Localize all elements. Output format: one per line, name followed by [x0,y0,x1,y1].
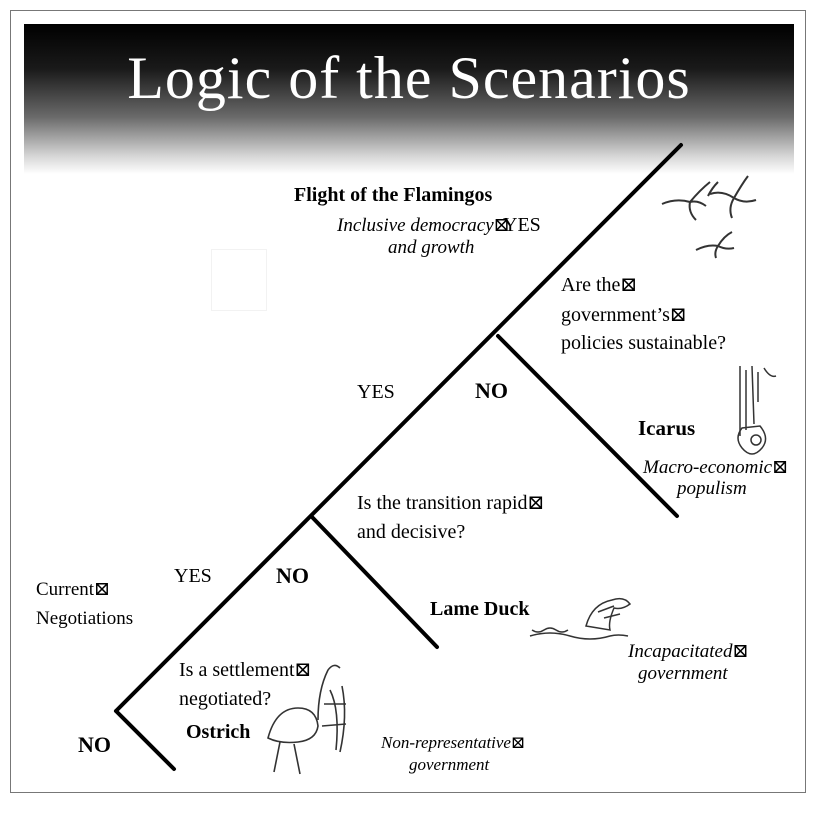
question-settlement-line2: negotiated? [179,688,272,710]
question-sustainable-line2: government’s⊠ [561,304,687,326]
main-trunk-line [114,143,683,713]
no-label-low: NO [276,563,309,588]
ostrich-branch-line [114,709,176,771]
lame-duck-desc-line2: government [638,663,728,684]
question-transition-line1: Is the transition rapid⊠ [357,492,545,514]
no-label-mid: NO [475,378,508,403]
flamingos-scenario-name: Flight of the Flamingos [294,184,493,206]
icarus-desc-line2: populism [677,478,747,499]
ostrich-desc-line2: government [409,755,490,774]
ostrich-desc-line1: Non-representative⊠ [381,733,526,752]
lame-duck-desc-line1: Incapacitated⊠ [628,641,749,662]
icarus-figure-icon [737,365,777,455]
slide-title: Logic of the Scenarios [127,45,691,111]
flamingo-flock-icon [661,175,757,259]
question-sustainable-line1: Are the⊠ [561,274,638,296]
question-settlement-line1: Is a settlement⊠ [179,659,312,681]
icarus-branch-line [496,334,679,518]
current-negotiations-line2: Negotiations [36,608,134,629]
yes-label-flamingos: YES [503,214,541,236]
lame-duck-branch-line [310,515,439,649]
lame-duck-scenario-name: Lame Duck [430,598,530,620]
yes-label-mid: YES [357,381,395,403]
ostrich-icon [267,664,347,775]
no-label-bottom: NO [78,732,111,757]
question-sustainable-line3: policies sustainable? [561,332,726,354]
icarus-scenario-name: Icarus [638,416,696,440]
yes-label-low: YES [174,565,212,587]
question-transition-line2: and decisive? [357,521,466,543]
ostrich-scenario-name: Ostrich [186,721,251,743]
current-negotiations-line1: Current⊠ [36,579,110,600]
icarus-desc-line1: Macro-economic⊠ [643,457,788,478]
empty-placeholder-box [211,249,267,311]
title-banner [24,24,794,174]
flamingos-desc-line2: and growth [388,237,475,258]
flamingos-desc-line1: Inclusive democracy⊠ [337,215,510,236]
duck-icon [529,597,632,640]
